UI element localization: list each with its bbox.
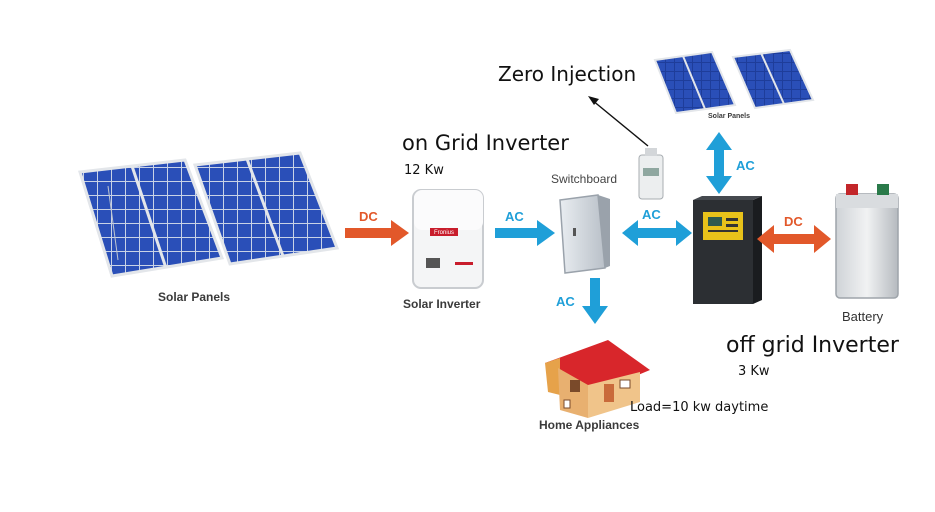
ac-arrow-vertical: [706, 132, 732, 194]
on-grid-power: 12 Kw: [404, 163, 444, 178]
ac-arrow-down: [582, 278, 608, 324]
dc-label-left: DC: [359, 209, 378, 224]
ac-arrow-1: [495, 220, 555, 246]
battery-device: [835, 184, 899, 299]
home-appliances-label: Home Appliances: [539, 418, 640, 432]
solar-inverter-label: Solar Inverter: [403, 297, 481, 311]
battery-label: Battery: [842, 309, 884, 324]
ac-arrow-bidirectional: [622, 220, 692, 246]
solar-panel-top-2: [731, 48, 815, 110]
solar-panel-top-1: [653, 50, 737, 115]
dc-arrow-bidirectional: [757, 225, 831, 253]
ac-label-3: AC: [736, 158, 755, 173]
off-grid-inverter-title: off grid Inverter: [726, 333, 899, 358]
ac-label-2: AC: [642, 207, 661, 222]
switchboard-device: [559, 194, 610, 274]
on-grid-inverter-title: on Grid Inverter: [402, 131, 569, 155]
solar-inverter-device: Fronius: [412, 189, 484, 289]
svg-text:Fronius: Fronius: [434, 230, 454, 236]
dc-label-right: DC: [784, 214, 803, 229]
zero-injection-pointer: [588, 96, 649, 147]
solar-panel-left-1: [78, 158, 225, 278]
house-icon: [545, 340, 650, 418]
load-label: Load=10 kw daytime: [630, 400, 769, 415]
dc-arrow-left: [345, 220, 409, 246]
solar-panel-left-2: [192, 151, 340, 266]
off-grid-inverter-device: [693, 196, 762, 304]
ac-label-1: AC: [505, 209, 524, 224]
solar-panels-small-label: Solar Panels: [708, 113, 751, 120]
off-grid-power: 3 Kw: [738, 364, 770, 379]
zero-injection-label: Zero Injection: [498, 62, 637, 86]
switchboard-label: Switchboard: [551, 172, 618, 186]
ac-label-4: AC: [556, 294, 575, 309]
solar-panels-label: Solar Panels: [158, 290, 231, 304]
energy-meter: [638, 148, 664, 200]
